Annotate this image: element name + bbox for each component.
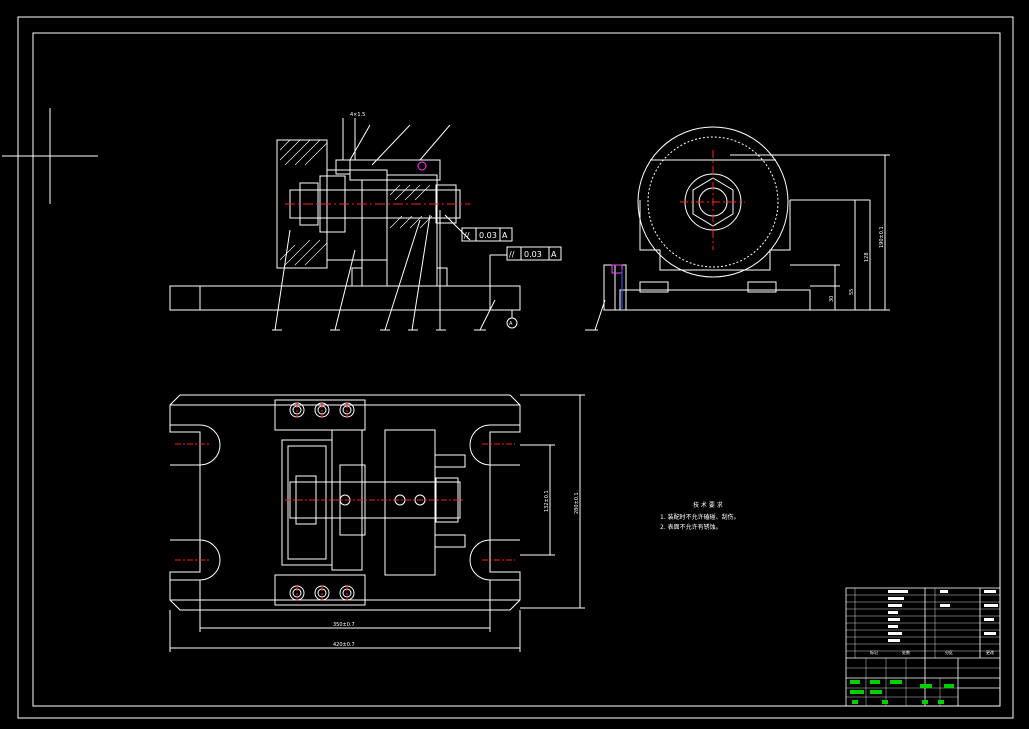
side-dim-30: 30 [829, 296, 835, 302]
side-dim-190: 190±0.1 [879, 226, 885, 248]
tolerance-2-symbol: // [509, 250, 515, 259]
title-block-label-3: 分区 [945, 649, 953, 655]
title-block-label-1: 标记 [870, 649, 878, 655]
title-block [845, 587, 1001, 707]
tolerance-2-value: 0.03 [524, 250, 542, 259]
tech-requirements: 技 术 要 求 1. 装配时不允许磕碰、刮伤。 2. 表面不允许有锈蚀。 [660, 501, 740, 531]
datum-label: A [509, 321, 513, 327]
tech-requirement-item-2: 2. 表面不允许有锈蚀。 [660, 523, 722, 531]
side-dim-128: 128 [864, 252, 870, 262]
tech-requirements-title: 技 术 要 求 [693, 501, 723, 509]
plan-dim-outer-height: 280±0.1 [574, 492, 580, 514]
title-block-label-2: 处数 [902, 649, 910, 655]
front-view-accent [417, 161, 427, 171]
tolerance-1-datum: A [502, 231, 508, 240]
title-block-label-4: 更改 [986, 649, 994, 655]
plan-dim-outer-width: 420±0.7 [333, 642, 355, 648]
front-view [169, 118, 521, 331]
tolerance-frame-1: // 0.03 A [461, 227, 513, 242]
drawing-border [17, 16, 1014, 719]
title-block-fills [888, 590, 998, 642]
tolerance-1-value: 0.03 [479, 231, 497, 240]
tolerance-frame-2: // 0.03 A [490, 246, 562, 261]
side-dim-55: 55 [849, 289, 855, 295]
plan-dim-inner-height: 132±0.1 [544, 490, 550, 512]
tolerance-2-datum: A [551, 250, 557, 259]
title-block-green [850, 680, 954, 704]
top-note-dimension: 4×1.5 [350, 112, 365, 118]
crosshair-cursor[interactable] [2, 108, 98, 204]
tolerance-1-symbol: // [464, 231, 470, 240]
plan-view-centerlines [175, 402, 515, 601]
side-view-accent [611, 264, 623, 274]
plan-view [169, 394, 585, 652]
side-view [585, 126, 890, 331]
title-block-rows [846, 588, 1000, 706]
tech-requirement-item-1: 1. 装配时不允许磕碰、刮伤。 [660, 513, 740, 521]
plan-dim-inner-width: 350±0.7 [333, 622, 355, 628]
